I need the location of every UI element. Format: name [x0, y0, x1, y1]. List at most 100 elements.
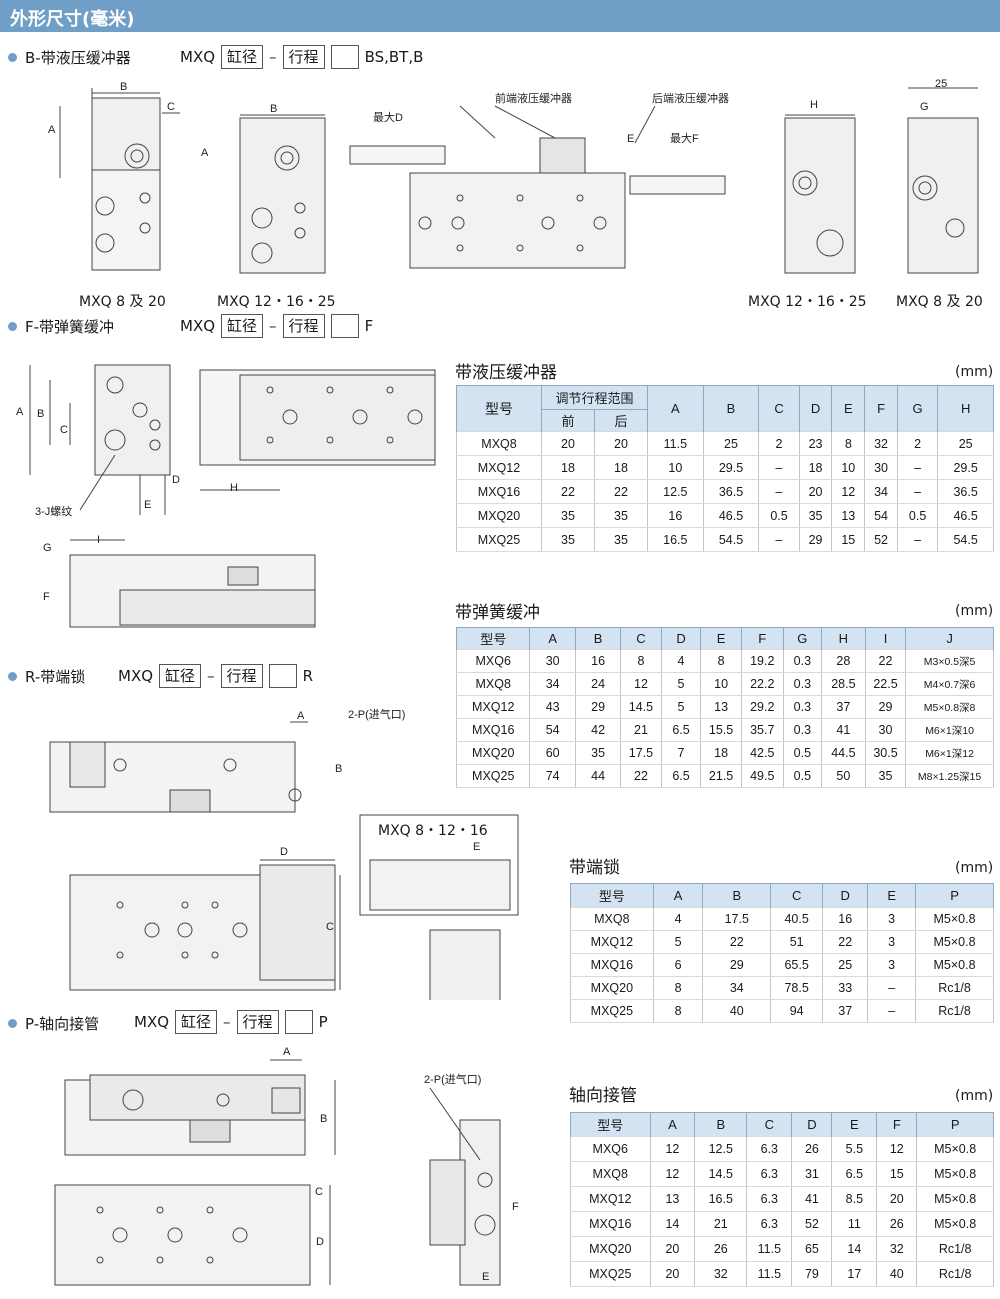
- model-cell: MXQ12: [570, 1186, 651, 1212]
- table-cell: –: [867, 999, 917, 1023]
- table-cell: 12: [620, 672, 662, 696]
- col-header: E: [867, 883, 917, 908]
- table-cell: 19.2: [740, 649, 784, 673]
- table-cell: 30: [864, 455, 898, 480]
- col-header: F: [876, 1112, 918, 1137]
- table-cell: 5: [660, 672, 702, 696]
- model-cell: MXQ25: [570, 1261, 651, 1287]
- axial-unit: (mm): [955, 1088, 994, 1104]
- table-cell: 25: [822, 953, 869, 977]
- dim-a-label-2: A: [201, 147, 209, 159]
- f-dim-f: F: [43, 591, 50, 603]
- table-cell: 8: [831, 431, 866, 456]
- r-port-p: 2-P(进气口): [348, 707, 405, 721]
- bullet-icon: [8, 53, 17, 62]
- table-cell: 30.5: [864, 741, 907, 765]
- model-cell: MXQ6: [570, 1136, 651, 1162]
- table-cell: 46.5: [702, 503, 760, 528]
- table-cell: 6.3: [746, 1161, 793, 1187]
- p-section-drawings: A B C D 2-P(进气口) F E: [54, 1046, 519, 1286]
- table-cell: 54: [864, 503, 898, 528]
- table-cell: 0.5: [782, 764, 822, 788]
- model-cell: MXQ16: [570, 953, 654, 977]
- col-header: A: [649, 1112, 696, 1137]
- model-cell: MXQ20: [455, 741, 531, 765]
- table-cell: 17.5: [702, 907, 772, 931]
- table-cell: 24: [574, 672, 622, 696]
- table-cell: M5×0.8: [916, 1161, 994, 1187]
- table-cell: 10: [700, 672, 742, 696]
- table-cell: 43: [529, 695, 576, 719]
- table-cell: 29.5: [702, 455, 760, 480]
- table-cell: 23: [798, 431, 833, 456]
- table-cell: 22: [822, 930, 869, 954]
- bullet-icon: [8, 322, 17, 331]
- table-cell: 20: [541, 431, 595, 456]
- col-header: C: [770, 883, 824, 908]
- table-cell: 17: [831, 1261, 878, 1287]
- table-cell: 7: [660, 741, 702, 765]
- table-cell: M5×0.8: [916, 1211, 994, 1237]
- table-cell: 11.5: [746, 1236, 793, 1262]
- table-cell: 35: [864, 764, 907, 788]
- table-cell: 20: [798, 479, 833, 504]
- col-header: D: [791, 1112, 833, 1137]
- table-cell: 14.5: [620, 695, 662, 719]
- col-header: E: [831, 1112, 878, 1137]
- table-cell: 18: [700, 741, 742, 765]
- col-header: D: [660, 627, 702, 650]
- label-mxq-8-20: MXQ 8 及 20: [79, 294, 166, 310]
- endlock-table-title: 带端锁: [569, 858, 620, 878]
- label-mxq-12-16-25-right: MXQ 12・16・25: [748, 294, 867, 310]
- table-cell: 30: [529, 649, 576, 673]
- table-cell: –: [896, 455, 939, 480]
- table-cell: 34: [529, 672, 576, 696]
- table-cell: 54.5: [702, 527, 760, 552]
- col-header: P: [916, 1112, 994, 1137]
- col-header: G: [782, 627, 822, 650]
- p-dim-b: B: [320, 1113, 327, 1125]
- table-cell: Rc1/8: [916, 1236, 994, 1262]
- table-cell: 14.5: [694, 1161, 748, 1187]
- table-cell: 79: [791, 1261, 833, 1287]
- table-cell: –: [758, 527, 800, 552]
- f-dim-h: H: [230, 482, 238, 494]
- endlock-unit: (mm): [955, 860, 994, 876]
- dim-e-label: E: [627, 133, 634, 145]
- table-cell: 35: [574, 741, 622, 765]
- col-header: F: [864, 385, 898, 432]
- table-cell: M3×0.5深5: [905, 649, 994, 673]
- table-cell: 18: [594, 455, 648, 480]
- table-cell: 6.5: [660, 718, 702, 742]
- r-dim-b: B: [335, 763, 342, 775]
- spring-unit: (mm): [955, 603, 994, 619]
- model-cell: MXQ12: [570, 930, 654, 954]
- col-header: A: [652, 883, 704, 908]
- r-dim-c: C: [326, 921, 334, 933]
- table-cell: Rc1/8: [915, 999, 994, 1023]
- table-cell: 35: [594, 503, 648, 528]
- table-cell: 34: [864, 479, 898, 504]
- table-cell: 65.5: [770, 953, 824, 977]
- b-section-drawings: B C A B A 最大D 前端液压缓冲器 后端液压缓冲器 E 最大F H 25…: [48, 78, 979, 274]
- table-cell: 29.5: [937, 455, 994, 480]
- table-cell: 13: [831, 503, 866, 528]
- table-cell: 31: [791, 1161, 833, 1187]
- table-cell: 40: [876, 1261, 918, 1287]
- table-cell: 14: [831, 1236, 878, 1262]
- table-cell: 16.5: [694, 1186, 748, 1212]
- model-cell: MXQ25: [570, 999, 654, 1023]
- table-cell: 18: [798, 455, 833, 480]
